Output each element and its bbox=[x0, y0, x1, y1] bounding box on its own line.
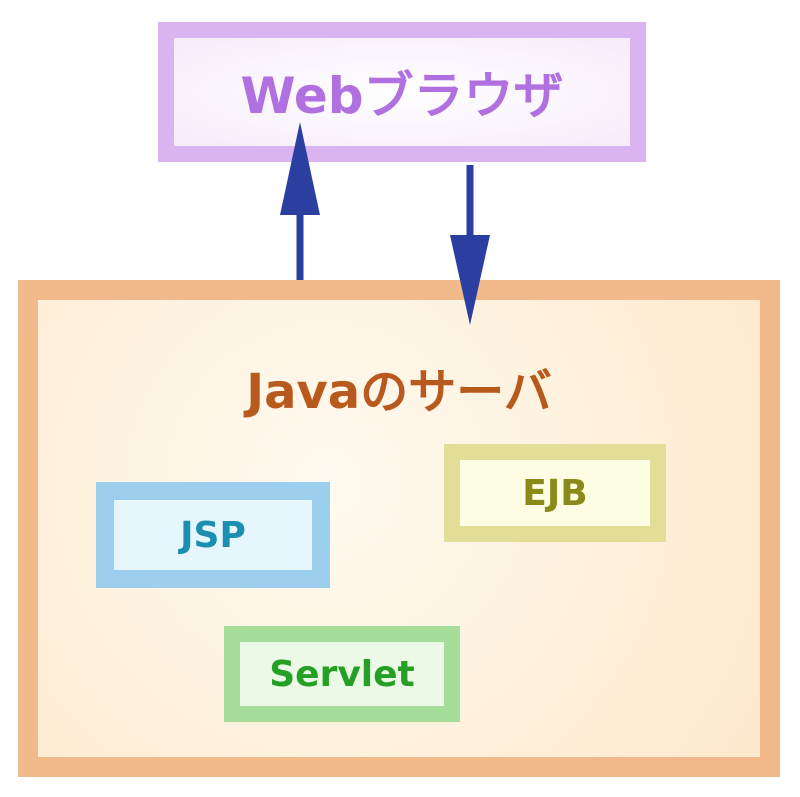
jsp-label: JSP bbox=[180, 514, 246, 556]
java-server-title: Javaのサーバ bbox=[246, 364, 552, 420]
servlet-box: Servlet bbox=[224, 626, 460, 722]
ejb-box: EJB bbox=[444, 444, 666, 542]
web-browser-box: Webブラウザ bbox=[158, 22, 646, 162]
servlet-label: Servlet bbox=[269, 653, 415, 695]
arrow-down-to-server bbox=[450, 165, 490, 325]
ejb-label: EJB bbox=[522, 472, 588, 514]
arrow-up-to-browser bbox=[280, 122, 320, 280]
web-browser-label: Webブラウザ bbox=[240, 67, 564, 125]
jsp-box: JSP bbox=[96, 482, 330, 588]
